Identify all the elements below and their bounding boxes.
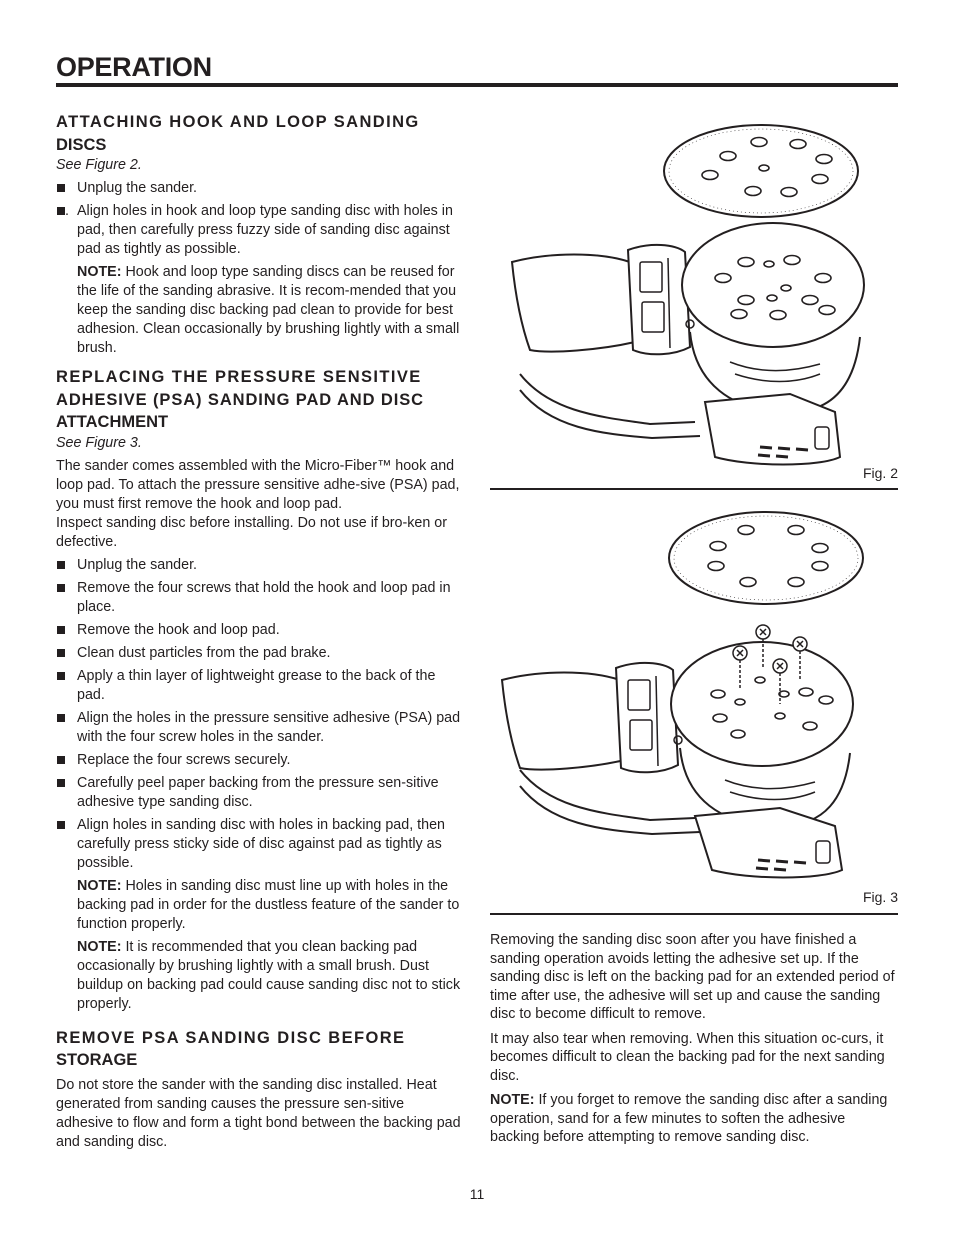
heading-line: ATTACHING HOOK AND LOOP SANDING xyxy=(56,113,420,131)
square-bullet-icon xyxy=(57,820,65,829)
section-heading-hook-loop: ATTACHING HOOK AND LOOP SANDING DISCS xyxy=(56,111,464,156)
list-item: Unplug the sander. xyxy=(56,179,464,198)
list-item: Align holes in sanding disc with holes i… xyxy=(56,816,464,873)
note-label: NOTE: xyxy=(77,877,122,894)
figure-label: Fig. 3 xyxy=(862,889,898,905)
bullet-list: Unplug the sander. . Align holes in hook … xyxy=(56,179,464,259)
list-item-text: Align the holes in the pressure sensitiv… xyxy=(77,709,461,745)
paragraph: The sander comes assembled with the Micr… xyxy=(56,457,460,512)
paragraph: Removing the sanding disc soon after you… xyxy=(490,932,895,1022)
square-bullet-icon xyxy=(57,671,65,680)
sander-hook-loop-illustration xyxy=(510,124,865,466)
note: NOTE: It is recommended that you clean b… xyxy=(56,938,464,1014)
list-item-text: Replace the four screws securely. xyxy=(77,751,291,768)
list-item: Unplug the sander. xyxy=(56,556,464,575)
list-item-text: Unplug the sander. xyxy=(77,180,198,196)
note: NOTE: If you forget to remove the sandin… xyxy=(490,1091,898,1147)
note: NOTE: Hook and loop type sanding discs c… xyxy=(56,263,464,358)
figure-3: Fig. 3 xyxy=(490,508,898,918)
list-item: Remove the hook and loop pad. xyxy=(56,621,464,640)
bullet-list: Unplug the sander. Remove the four screws… xyxy=(56,556,464,873)
square-bullet-icon xyxy=(57,625,65,634)
list-item: Clean dust particles from the pad brake. xyxy=(56,644,464,663)
figure-reference: See Figure 2. xyxy=(56,157,142,173)
heading-line: ADHESIVE (PSA) SANDING PAD AND DISC xyxy=(56,390,424,409)
square-bullet-icon xyxy=(57,648,65,657)
page-number: 11 xyxy=(469,1186,485,1202)
square-bullet-icon xyxy=(57,207,65,215)
list-item: Replace the four screws securely. xyxy=(56,751,464,770)
heading-line: STORAGE xyxy=(56,1051,138,1069)
section-heading-storage: REMOVE PSA SANDING DISC BEFORE STORAGE xyxy=(56,1027,464,1072)
square-bullet-icon xyxy=(57,778,65,787)
list-item: Remove the four screws that hold the hoo… xyxy=(56,579,464,617)
sander-psa-illustration xyxy=(500,511,864,879)
paragraph: It may also tear when removing. When thi… xyxy=(490,1030,885,1084)
list-item: . Align holes in hook and loop type sandi… xyxy=(56,202,464,259)
note-text: It is recommended that you clean backing… xyxy=(77,938,461,1012)
list-item-text: Carefully peel paper backing from the pr… xyxy=(77,774,439,810)
list-item-text: Align holes in sanding disc with holes i… xyxy=(77,816,445,871)
list-item-text: Remove the four screws that hold the hoo… xyxy=(77,579,451,615)
list-item: Apply a thin layer of lightweight grease… xyxy=(56,667,464,705)
list-item-text: Align holes in hook and loop type sandin… xyxy=(77,203,453,257)
note-label: NOTE: xyxy=(490,1092,535,1108)
list-item-text: Clean dust particles from the pad brake. xyxy=(77,644,331,661)
figure-rule xyxy=(490,488,898,490)
figure-2: Fig. 2 xyxy=(490,112,898,492)
note: NOTE: Holes in sanding disc must line up… xyxy=(56,877,464,934)
square-bullet-icon xyxy=(57,713,65,722)
paragraph: Do not store the sander with the sanding… xyxy=(56,1076,461,1150)
note-text: Holes in sanding disc must line up with … xyxy=(77,877,460,932)
note-label: NOTE: xyxy=(77,938,122,955)
figure-reference: See Figure 3. xyxy=(56,434,142,451)
section-heading-psa: REPLACING THE PRESSURE SENSITIVE ADHESIV… xyxy=(56,366,464,434)
square-bullet-icon xyxy=(57,755,65,764)
paragraph: Inspect sanding disc before installing. … xyxy=(56,514,448,550)
title-rule xyxy=(56,83,898,87)
list-item-text: Remove the hook and loop pad. xyxy=(77,621,280,638)
square-bullet-icon xyxy=(57,583,65,592)
list-item-text: Apply a thin layer of lightweight grease… xyxy=(77,667,436,703)
bullet-prefix: . xyxy=(65,203,69,219)
left-column: ATTACHING HOOK AND LOOP SANDING DISCS Se… xyxy=(56,111,464,1152)
figure-label: Fig. 2 xyxy=(862,465,898,481)
heading-line: REMOVE PSA SANDING DISC BEFORE xyxy=(56,1028,406,1047)
square-bullet-icon xyxy=(57,560,65,569)
figure-rule xyxy=(490,913,898,915)
list-item: Carefully peel paper backing from the pr… xyxy=(56,774,464,812)
heading-line: ATTACHMENT xyxy=(56,413,169,431)
note-label: NOTE: xyxy=(77,264,122,280)
heading-line: REPLACING THE PRESSURE SENSITIVE xyxy=(56,368,422,386)
heading-line: DISCS xyxy=(56,135,107,154)
note-text: If you forget to remove the sanding disc… xyxy=(490,1092,888,1145)
list-item: Align the holes in the pressure sensitiv… xyxy=(56,709,464,747)
list-item-text: Unplug the sander. xyxy=(77,556,198,573)
square-bullet-icon xyxy=(57,184,65,192)
page-title: OPERATION xyxy=(56,52,212,82)
note-text: Hook and loop type sanding discs can be … xyxy=(77,264,460,356)
right-column-text: Removing the sanding disc soon after you… xyxy=(490,931,898,1153)
